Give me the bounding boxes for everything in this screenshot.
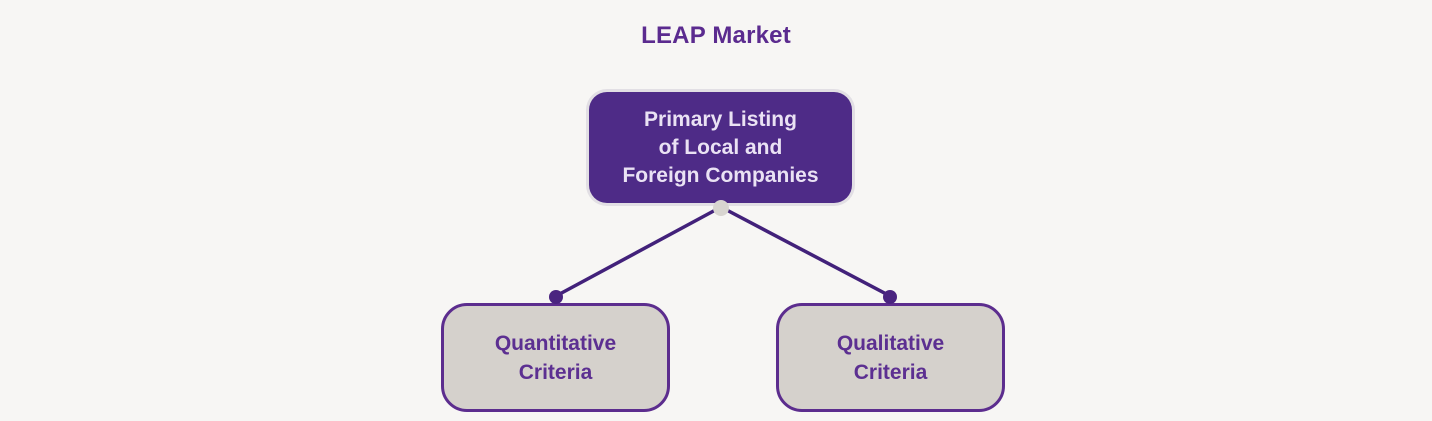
quantitative-criteria-label-line-2: Criteria <box>518 360 593 384</box>
primary-listing-label-line-2: of Local and <box>658 135 783 159</box>
quantitative-criteria-node: Quantitative Criteria <box>441 303 670 412</box>
diagram-title: LEAP Market <box>641 22 791 49</box>
connector-line-right <box>719 205 892 298</box>
endpoint-dot-left <box>549 290 563 304</box>
qualitative-criteria-label-line-1: Qualitative <box>836 331 945 355</box>
primary-listing-node: Primary Listing of Local and Foreign Com… <box>589 92 852 203</box>
connector-line-left <box>554 205 723 298</box>
quantitative-criteria-label-line-1: Quantitative <box>494 331 617 355</box>
qualitative-criteria-label-line-2: Criteria <box>853 360 928 384</box>
qualitative-criteria-node: Qualitative Criteria <box>776 303 1005 412</box>
primary-listing-label-line-1: Primary Listing <box>644 107 797 131</box>
primary-listing-label-line-3: Foreign Companies <box>622 163 819 187</box>
endpoint-dot-right <box>883 290 897 304</box>
